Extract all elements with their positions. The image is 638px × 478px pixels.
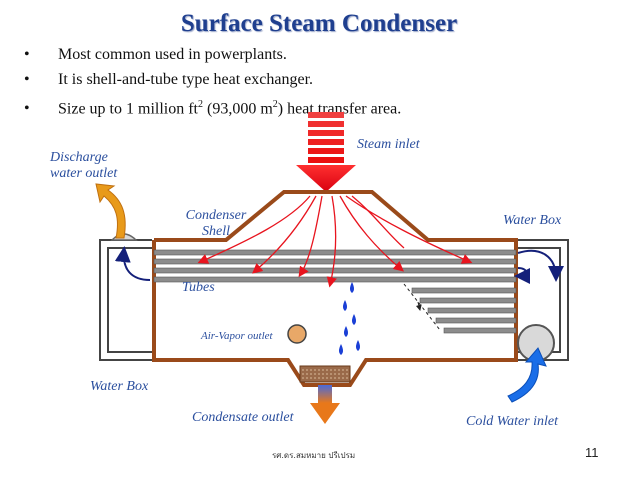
hotwell: [299, 365, 351, 383]
left-water-box: [99, 239, 152, 361]
bullet-symbol: •: [24, 71, 30, 88]
steam-inlet-arrow: [296, 112, 356, 192]
bullet-text: It is shell-and-tube type heat exchanger…: [58, 71, 314, 88]
water-box-right-label: Water Box: [503, 213, 562, 228]
bullet-text: Size up to 1 million ft: [58, 100, 198, 118]
baffle-arrow: [415, 301, 422, 311]
bullet-text: (93,000 m: [203, 100, 273, 118]
bullet-symbol: •: [24, 100, 30, 118]
superscript: 2: [272, 99, 278, 110]
slide-title: Surface Steam Condenser: [180, 10, 458, 37]
cold-water-inlet-label: Cold Water inlet: [466, 414, 559, 429]
steam-flow-lines: [197, 195, 473, 288]
discharge-label-line2: water outlet: [50, 166, 118, 181]
discharge-outlet: [95, 183, 138, 241]
condensate-outlet-arrow: [310, 385, 340, 424]
condenser-shell-label-line1: Condenser: [185, 208, 247, 223]
condenser-shell-label-line2: Shell: [202, 224, 230, 239]
tubes-label: Tubes: [182, 280, 215, 295]
bullet-item: • Most common used in powerplants.: [24, 42, 401, 67]
water-flow-arrows: [114, 246, 564, 284]
discharge-label-line1: Discharge: [50, 150, 108, 165]
bullet-text: Most common used in powerplants.: [58, 46, 287, 63]
slide-footer: รศ.ดร.สมหมาย ปรีเปรม: [272, 451, 356, 460]
air-vapor-outlet-port: [287, 324, 307, 344]
page-number: 11: [585, 445, 599, 460]
condensate-outlet-label: Condensate outlet: [192, 410, 294, 425]
water-box-left-label: Water Box: [90, 379, 149, 394]
cold-water-inlet: [507, 324, 555, 403]
steam-inlet-label: Steam inlet: [357, 137, 420, 152]
condenser-shell: [152, 190, 518, 387]
superscript: 2: [198, 99, 203, 110]
condensate-drops: [339, 282, 360, 355]
air-vapor-outlet-label: Air-Vapor outlet: [201, 330, 273, 342]
bullet-item: • It is shell-and-tube type heat exchange…: [24, 67, 401, 92]
baffle-line: [403, 283, 441, 331]
bullet-symbol: •: [24, 46, 30, 63]
